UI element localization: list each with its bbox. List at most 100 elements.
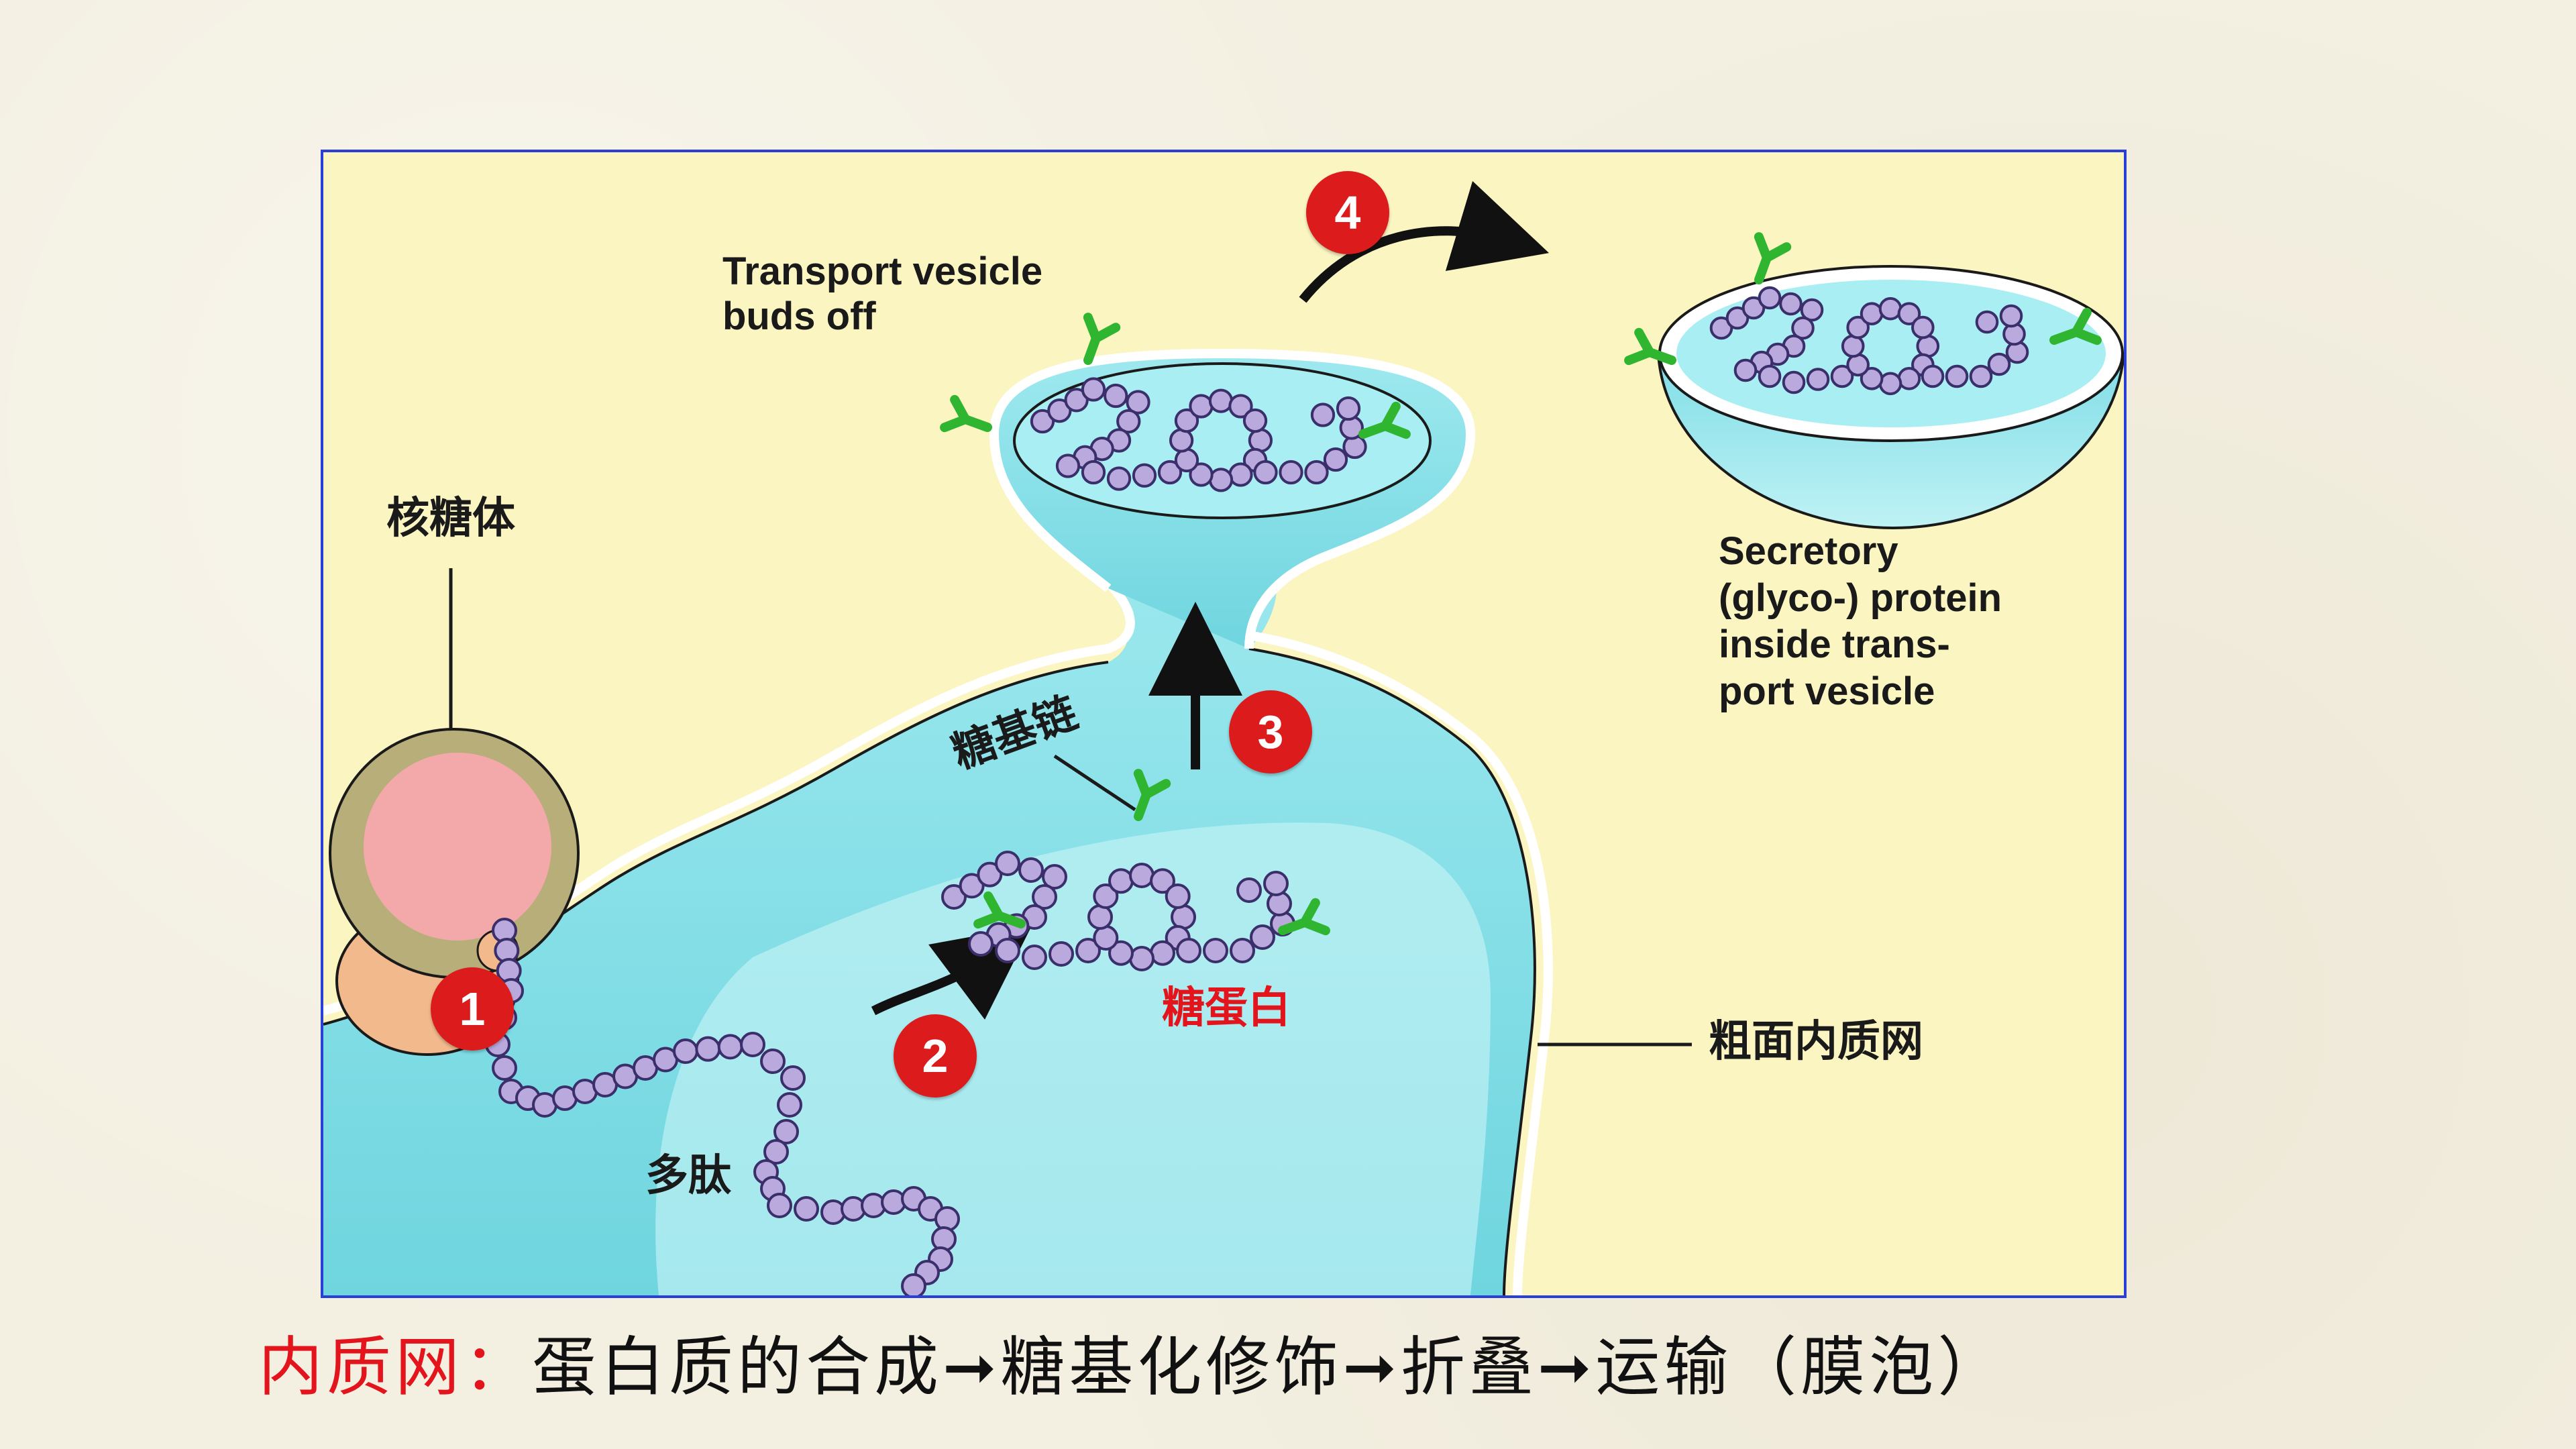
amino-acid-bead — [1878, 297, 1902, 321]
polypeptide-beads — [485, 286, 2029, 1295]
amino-acid-bead — [1030, 409, 1055, 434]
amino-acid-bead — [1846, 353, 1870, 377]
amino-acid-bead — [1022, 945, 1047, 970]
amino-acid-bead — [1897, 367, 1921, 390]
amino-acid-bead — [1032, 884, 1057, 910]
amino-acid-bead — [1725, 306, 1750, 330]
amino-acid-bead — [1969, 364, 1993, 388]
sugar-chain-y — [2049, 307, 2102, 345]
amino-acid-bead — [1279, 460, 1303, 485]
amino-acid-bead — [1758, 286, 1782, 310]
amino-acid-bead — [1081, 460, 1106, 485]
amino-acid-bead — [777, 1092, 802, 1118]
sugar-chain-y — [1133, 769, 1171, 821]
amino-acid-bead — [1087, 904, 1113, 930]
glycoprotein-label: 糖蛋白 — [1162, 983, 1291, 1033]
sugar-chain-y — [1624, 327, 1676, 366]
amino-acid-bead — [1208, 388, 1234, 413]
amino-acid-bead — [1336, 396, 1361, 421]
sugar-chain-y — [1358, 401, 1411, 439]
vesicle-opening — [1013, 362, 1432, 519]
amino-acid-bead — [767, 1193, 792, 1218]
slide-caption: 内质网：蛋白质的合成➞糖基化修饰➞折叠➞运输（膜泡） — [258, 1320, 2338, 1414]
amino-acid-bead — [1150, 868, 1175, 894]
amino-acid-bead — [1171, 904, 1196, 930]
amino-acid-bead — [1055, 453, 1081, 478]
amino-acid-bead — [794, 1196, 819, 1222]
transport-vesicle-label: Transport vesicle buds off — [722, 250, 1043, 338]
amino-acid-bead — [673, 1038, 698, 1064]
amino-acid-bead — [1916, 334, 1940, 358]
ribosome-label: 核糖体 — [386, 494, 515, 543]
amino-acid-bead — [1174, 447, 1199, 473]
amino-acid-bead — [1921, 364, 1945, 388]
amino-acid-bead — [1709, 316, 1733, 340]
amino-acid-bead — [1116, 409, 1141, 434]
amino-acid-bead — [1253, 460, 1278, 485]
amino-acid-bead — [1841, 334, 1865, 358]
amino-acid-bead — [1779, 292, 1803, 316]
step-badge-3: 3 — [1229, 690, 1312, 773]
amino-acid-bead — [941, 884, 967, 910]
amino-acid-bead — [740, 1032, 765, 1057]
amino-acid-bead — [1999, 304, 2023, 328]
amino-acid-bead — [1081, 377, 1106, 402]
amino-acid-bead — [1228, 394, 1253, 419]
sugar-chain-y — [940, 394, 992, 433]
amino-acid-bead — [1911, 315, 1935, 339]
amino-acid-bead — [492, 1055, 517, 1081]
amino-acid-bead — [995, 938, 1020, 963]
amino-acid-bead — [1733, 358, 1758, 382]
amino-acid-bead — [1189, 462, 1214, 487]
amino-acid-bead — [1250, 924, 1275, 950]
er-protein-processing-diagram: 核糖体 Transport vesicle buds off Secretory… — [321, 150, 2127, 1298]
amino-acid-bead — [1846, 315, 1870, 339]
amino-acid-bead — [1741, 296, 1766, 320]
amino-acid-bead — [1042, 864, 1067, 890]
amino-acid-bead — [1304, 460, 1329, 485]
amino-acid-bead — [1830, 364, 1854, 388]
amino-acid-bead — [1129, 946, 1155, 971]
amino-acid-bead — [995, 851, 1020, 876]
amino-acid-bead — [1165, 883, 1191, 909]
amino-acid-bead — [1075, 938, 1101, 963]
amino-acid-bead — [760, 1049, 786, 1074]
ribosome — [329, 728, 580, 1056]
amino-acid-bead — [717, 1034, 743, 1060]
amino-acid-bead — [1126, 390, 1150, 415]
amino-acid-bead — [1106, 466, 1132, 491]
amino-acid-bead — [1975, 310, 1999, 334]
amino-acid-bead — [1263, 871, 1289, 896]
amino-acid-bead — [780, 1065, 806, 1091]
rough-er-label: 粗面内质网 — [1709, 1017, 1923, 1067]
amino-acid-bead — [773, 1119, 799, 1144]
diagram-drawing — [323, 180, 2124, 1295]
amino-acid-bead — [1860, 302, 1884, 325]
amino-acid-bead — [1806, 368, 1830, 391]
sugar-chain-y — [973, 891, 1026, 929]
amino-acid-bead — [959, 873, 985, 899]
amino-acid-bead — [1800, 298, 1824, 322]
amino-acid-bead — [1018, 857, 1044, 883]
amino-acid-bead — [1049, 941, 1074, 967]
amino-acid-bead — [1132, 463, 1157, 488]
amino-acid-bead — [1150, 940, 1175, 966]
amino-acid-bead — [1093, 883, 1119, 909]
amino-acid-bead — [1176, 938, 1201, 963]
amino-acid-bead — [1129, 863, 1155, 888]
amino-acid-bead — [1108, 940, 1134, 966]
amino-acid-bead — [1897, 302, 1921, 325]
sugar-chain-y — [1754, 232, 1792, 284]
amino-acid-bead — [1782, 370, 1806, 394]
amino-acid-bead — [901, 1273, 926, 1295]
arrow-step-4 — [1299, 180, 1550, 303]
amino-acid-bead — [1093, 925, 1119, 951]
amino-acid-bead — [1791, 316, 1815, 340]
amino-acid-bead — [1758, 364, 1782, 388]
secretory-protein-label: Secretory (glyco-) protein inside trans-… — [1719, 529, 2002, 713]
amino-acid-bead — [763, 1139, 789, 1165]
amino-acid-bead — [1157, 460, 1183, 485]
amino-acid-bead — [1236, 877, 1262, 903]
amino-acid-bead — [1310, 402, 1336, 427]
sugar-chain-leader — [1053, 754, 1136, 812]
